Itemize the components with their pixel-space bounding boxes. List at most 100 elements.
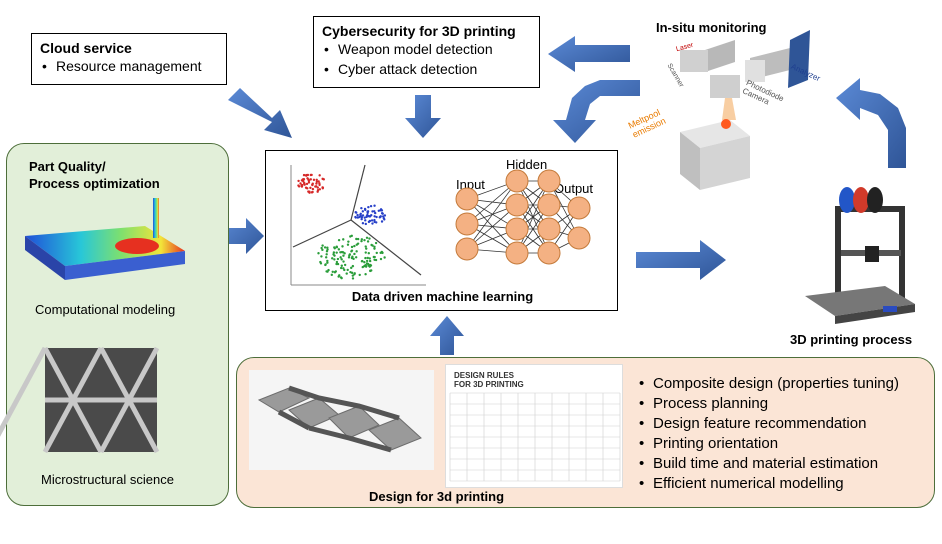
- scatter-point: [315, 182, 318, 185]
- part-quality-panel: Part Quality/ Process optimization Compu…: [0, 143, 229, 506]
- scatter-point: [321, 244, 324, 247]
- scatter-point: [327, 268, 330, 272]
- scatter-point: [320, 255, 323, 258]
- scatter-point: [355, 250, 358, 253]
- scatter-point: [326, 261, 329, 264]
- camera-front: [745, 60, 765, 82]
- scatter-point: [300, 183, 304, 187]
- design-rules-title-line1: DESIGN RULES: [454, 371, 515, 380]
- nn-node: [505, 193, 529, 217]
- scatter-point: [349, 235, 352, 238]
- design-rules-title: DESIGN RULES FOR 3D PRINTING: [454, 371, 524, 389]
- scatter-point: [371, 222, 374, 225]
- scatter-point: [309, 178, 312, 181]
- scatter-point: [368, 257, 371, 260]
- cybersecurity-item: Cyber attack detection: [322, 59, 531, 79]
- cybersecurity-box: Cybersecurity for 3D printing Weapon mod…: [313, 16, 540, 88]
- scatter-point: [361, 259, 364, 263]
- scatter-point: [303, 182, 306, 186]
- scatter-point: [331, 257, 334, 260]
- scatter-point: [370, 219, 374, 222]
- scatter-point: [319, 260, 322, 264]
- cybersecurity-list: Weapon model detection Cyber attack dete…: [322, 39, 531, 79]
- spool-red: [853, 187, 869, 213]
- scatter-point: [340, 264, 343, 267]
- scatter-point: [335, 251, 338, 254]
- scatter-point: [364, 256, 367, 260]
- scatter-point: [315, 180, 319, 184]
- scatter-point: [353, 244, 356, 248]
- design-item: Design feature recommendation: [637, 414, 899, 434]
- scatter-point: [342, 267, 345, 270]
- scatter-point: [369, 204, 373, 208]
- nn-node: [537, 241, 561, 265]
- nn-node: [505, 217, 529, 241]
- scatter-point: [360, 216, 364, 219]
- nn-node: [537, 193, 561, 217]
- scatter-point: [315, 178, 318, 182]
- printer-frame-right: [899, 206, 905, 301]
- scatter-point: [330, 273, 333, 277]
- part-cube-right: [700, 136, 750, 190]
- scatter-point: [372, 255, 376, 259]
- scatter-point: [353, 252, 356, 256]
- scatter-point: [342, 260, 345, 263]
- scatter-point: [340, 258, 343, 261]
- arrow-cloud-to-ml: [228, 88, 292, 138]
- part-cube-left: [680, 132, 700, 190]
- scatter-point: [302, 173, 306, 177]
- scatter-point: [373, 245, 376, 249]
- scatter-point: [373, 215, 376, 218]
- scatter-point: [369, 264, 373, 267]
- nn-output-label: Output: [554, 181, 594, 196]
- scatter-point: [368, 237, 371, 240]
- scatter-point: [364, 222, 367, 226]
- ml-scatter-plot: [290, 164, 426, 286]
- scatter-point: [317, 252, 320, 255]
- scatter-point: [367, 214, 370, 218]
- printer-bed: [805, 286, 915, 316]
- scatter-point: [347, 256, 351, 259]
- scatter-point: [373, 218, 376, 222]
- scatter-point: [306, 173, 310, 177]
- scatter-point: [333, 246, 336, 249]
- scatter-point: [326, 259, 329, 263]
- blue-cluster: [354, 204, 387, 226]
- green-cluster: [317, 234, 386, 280]
- scatter-point: [379, 257, 383, 261]
- scatter-point: [364, 245, 367, 248]
- printer-head: [865, 246, 879, 262]
- lattice-part: [257, 385, 422, 453]
- scatter-point: [305, 182, 309, 186]
- scatter-point: [332, 251, 336, 254]
- scatter-point: [368, 259, 372, 263]
- nn-node: [537, 217, 561, 241]
- scatter-point: [383, 256, 386, 259]
- part-quality-title: Part Quality/ Process optimization: [29, 158, 160, 192]
- scatter-point: [364, 208, 367, 212]
- scatter-point: [369, 269, 372, 272]
- arrow-ml-to-printer: [636, 240, 726, 280]
- red-cluster: [297, 173, 325, 194]
- scatter-point: [341, 245, 344, 248]
- scatter-point: [350, 266, 353, 270]
- arrow-printer-to-insitu: [836, 78, 906, 168]
- scatter-point: [342, 254, 345, 257]
- scatter-point: [367, 252, 370, 255]
- scatter-point: [364, 219, 367, 222]
- printer-screen: [883, 306, 897, 312]
- scatter-point: [356, 237, 360, 241]
- scatter-point: [365, 259, 369, 263]
- cloud-service-box: Cloud service Resource management: [31, 33, 227, 85]
- nn-edge: [466, 180, 518, 250]
- scatter-point: [318, 174, 321, 177]
- part-cube-top: [680, 120, 750, 148]
- scatter-point: [358, 215, 361, 219]
- scatter-point: [336, 262, 340, 266]
- scatter-point: [368, 219, 372, 223]
- cloud-service-title: Cloud service: [40, 40, 132, 56]
- spool-black: [867, 187, 883, 213]
- part-quality-title-line2: Process optimization: [29, 176, 160, 191]
- scatter-point: [363, 216, 366, 219]
